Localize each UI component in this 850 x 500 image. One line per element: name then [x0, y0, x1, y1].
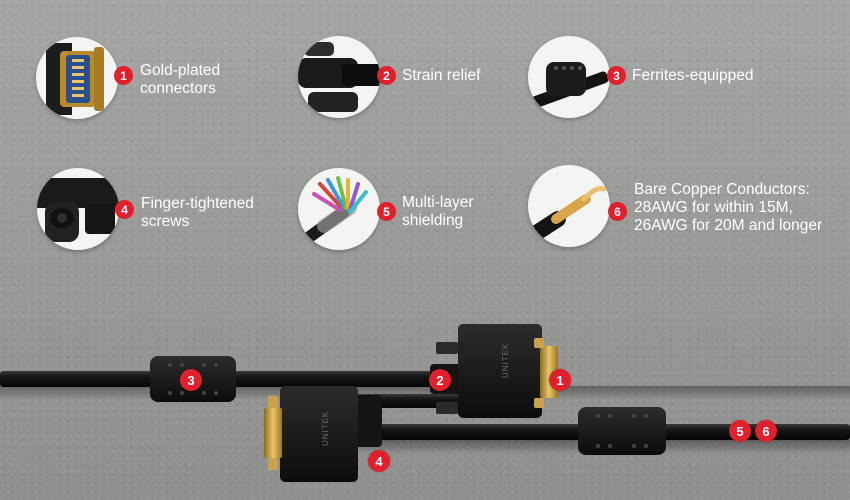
ferrite-core-icon — [528, 36, 610, 118]
feature-badge-5: 5 — [377, 202, 396, 221]
feature-badge-4: 4 — [115, 200, 134, 219]
copper-conductor-icon — [528, 165, 610, 247]
brand-text-lower: UNITEK — [321, 411, 330, 446]
feature-label-6: Bare Copper Conductors: 28AWG for within… — [634, 181, 823, 234]
callout-badge-5: 5 — [729, 420, 751, 442]
cable-shadow — [300, 440, 850, 454]
gold-connector-icon — [36, 37, 118, 119]
thumb-screw-icon — [37, 168, 119, 250]
vga-connector-upper — [458, 324, 542, 418]
feature-label-5: Multi-layer shielding — [402, 194, 474, 229]
feature-label-3: Ferrites-equipped — [632, 67, 754, 84]
brand-text-upper: UNITEK — [501, 343, 510, 378]
feature-badge-2: 2 — [377, 66, 396, 85]
feature-label-1: Gold-plated connectors — [140, 62, 221, 97]
shielded-wires-icon — [298, 168, 380, 250]
callout-badge-4: 4 — [368, 450, 390, 472]
callout-badge-2: 2 — [429, 369, 451, 391]
feature-badge-6: 6 — [608, 202, 627, 221]
strain-relief-icon — [298, 36, 380, 118]
ferrite-core-right — [578, 407, 666, 455]
callout-badge-1: 1 — [549, 369, 571, 391]
vga-connector-lower — [280, 386, 358, 482]
strain-relief-lower — [352, 395, 382, 447]
feature-badge-1: 1 — [114, 66, 133, 85]
feature-label-2: Strain relief — [402, 67, 481, 84]
callout-badge-6: 6 — [755, 420, 777, 442]
feature-label-4: Finger-tightened screws — [141, 195, 254, 230]
gold-plug-lower — [264, 408, 282, 458]
feature-badge-3: 3 — [607, 66, 626, 85]
callout-badge-3: 3 — [180, 369, 202, 391]
